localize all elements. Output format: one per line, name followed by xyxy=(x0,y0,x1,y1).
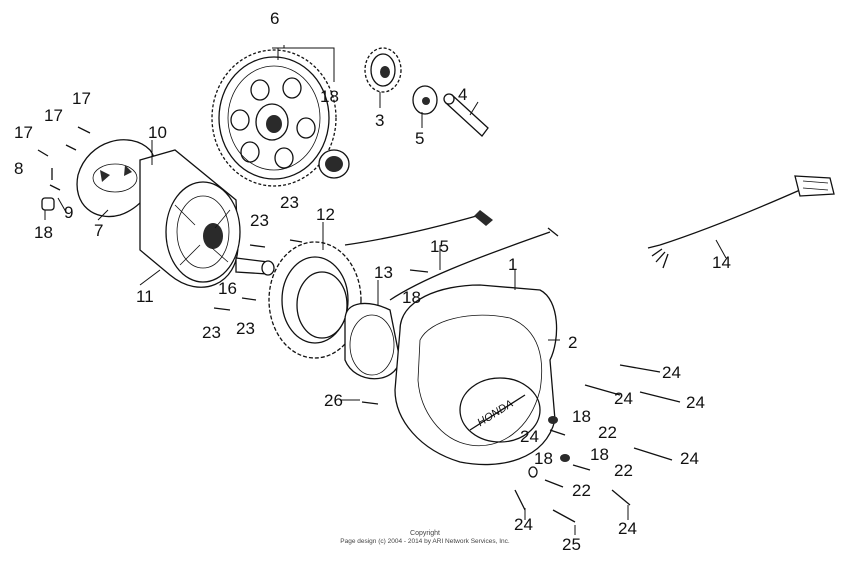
callout-9: 9 xyxy=(64,203,74,222)
callout-18-c: 18 xyxy=(534,449,553,468)
callout-24-a: 24 xyxy=(662,363,681,382)
callout-11: 11 xyxy=(136,287,154,306)
callout-20: 18 xyxy=(320,87,339,106)
clutch-rollers-springs xyxy=(37,126,91,211)
callout-12: 12 xyxy=(316,205,335,224)
callout-25: 25 xyxy=(562,535,581,554)
callout-17-top: 17 xyxy=(72,89,91,108)
rotor-shaft-stub xyxy=(235,257,275,276)
callout-14: 14 xyxy=(712,253,731,272)
copyright-title: Copyright xyxy=(410,530,440,537)
callout-23-mid: 23 xyxy=(250,211,269,230)
callout-17-left: 17 xyxy=(14,123,33,142)
callout-15: 15 xyxy=(430,237,449,256)
callout-22-c: 22 xyxy=(572,481,591,500)
pulse-generator xyxy=(344,302,401,380)
callout-22-b: 22 xyxy=(614,461,633,480)
callout-13: 13 xyxy=(374,263,393,282)
starter-idle-gear xyxy=(364,47,402,93)
callout-19: 18 xyxy=(34,223,53,242)
callout-3: 3 xyxy=(375,111,385,130)
callout-17-mid: 17 xyxy=(44,106,63,125)
washer xyxy=(412,85,438,115)
callout-1: 1 xyxy=(508,255,518,274)
starter-driven-gear xyxy=(211,49,337,187)
callout-10: 10 xyxy=(148,123,167,142)
callout-24-b: 24 xyxy=(614,389,633,408)
callout-18-b: 18 xyxy=(590,445,609,464)
callout-26: 26 xyxy=(324,391,343,410)
callout-24-d: 24 xyxy=(520,427,539,446)
wire-harness xyxy=(647,175,835,269)
callout-4: 4 xyxy=(458,85,468,104)
callout-6: 6 xyxy=(270,9,280,28)
callout-8: 8 xyxy=(14,159,24,178)
callout-24-f: 24 xyxy=(514,515,533,534)
rotor-flywheel xyxy=(139,149,241,288)
needle-bearing xyxy=(318,149,350,179)
callout-23-right: 23 xyxy=(236,319,255,338)
copyright-line: Page design (c) 2004 - 2014 by ARI Netwo… xyxy=(340,538,510,545)
callout-7: 7 xyxy=(94,221,104,240)
idle-gear-shaft xyxy=(443,93,489,137)
callout-23-top: 23 xyxy=(280,193,299,212)
callout-18-a: 18 xyxy=(572,407,591,426)
callout-24-c: 24 xyxy=(686,393,705,412)
bolts xyxy=(213,239,681,523)
callout-24-e: 24 xyxy=(680,449,699,468)
callout-24-g: 24 xyxy=(618,519,637,538)
callout-16: 16 xyxy=(218,279,237,298)
callout-5: 5 xyxy=(415,129,425,148)
callout-22-a: 22 xyxy=(598,423,617,442)
callout-21: 18 xyxy=(402,288,421,307)
callout-2: 2 xyxy=(568,333,578,352)
callout-23-left: 23 xyxy=(202,323,221,342)
stator-coil xyxy=(268,241,362,359)
